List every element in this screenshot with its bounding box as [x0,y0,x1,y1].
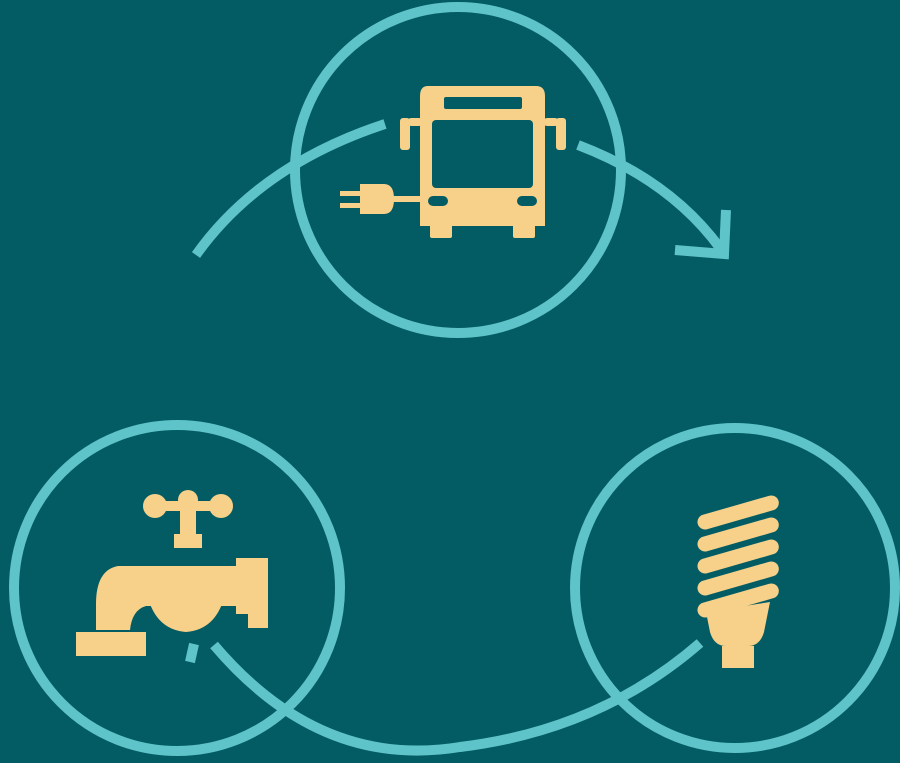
water-tap-icon [76,490,268,656]
bulb-node [570,423,900,753]
bottom-flow-tail [185,642,199,664]
tap-node [9,420,345,756]
bottom-flow-arc [210,639,704,756]
top-flow-arc-right [576,140,725,251]
top-flow-arc-left [191,119,387,258]
tap-ring [9,420,345,756]
bus-node [191,2,731,338]
electric-bus-icon [340,86,566,238]
arrow-head-icon [674,209,731,260]
bulb-ring [570,423,900,753]
energy-saving-bulb-icon [697,495,779,668]
